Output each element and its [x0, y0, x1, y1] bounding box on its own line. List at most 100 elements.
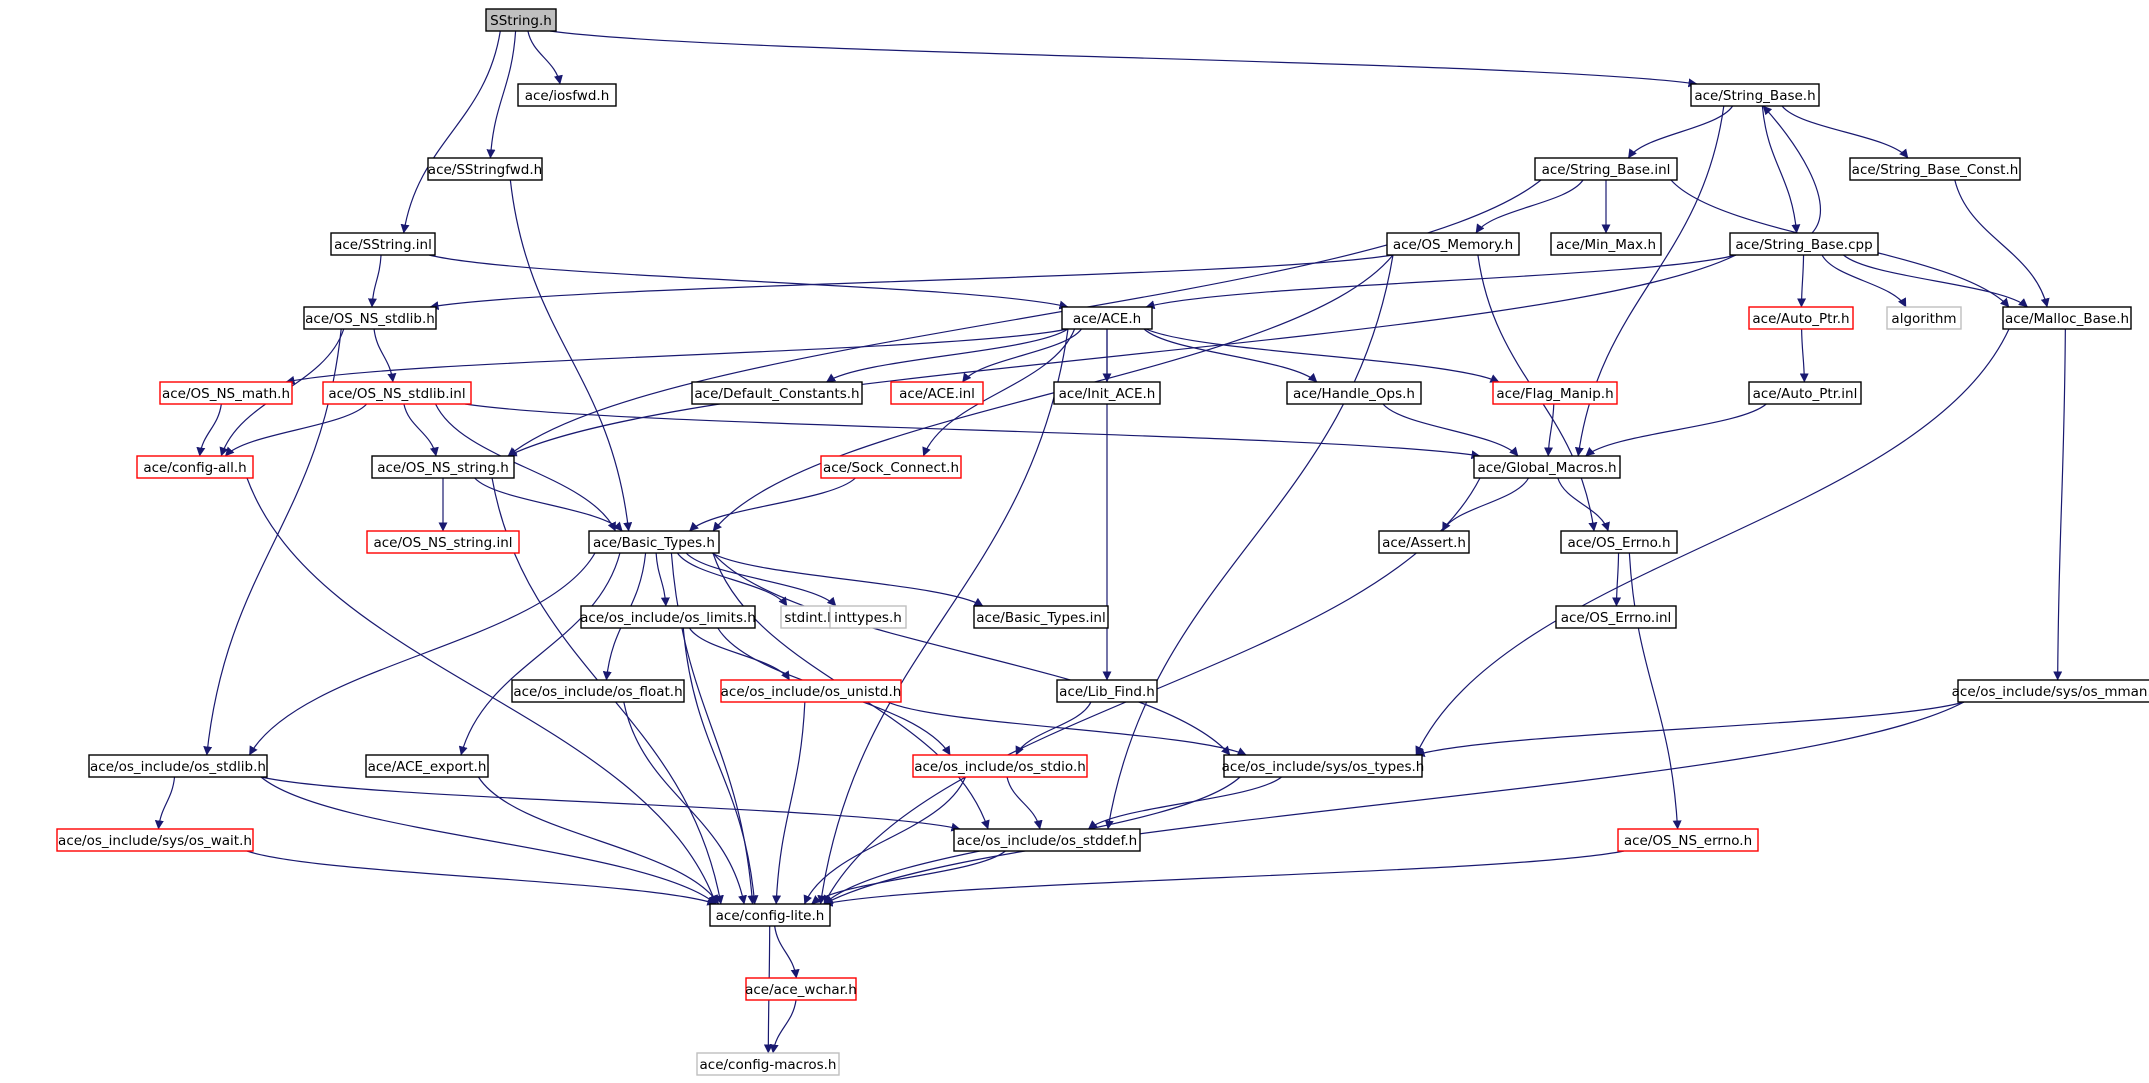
node-os_ns_errno_h[interactable]: ace/OS_NS_errno.h	[1617, 828, 1759, 852]
edge-ace_export_h-to-config_lite_h	[477, 776, 720, 905]
node-label-os_mman_h: ace/os_include/sys/os_mman.h	[1952, 684, 2149, 700]
node-ace_export_h[interactable]: ace/ACE_export.h	[365, 754, 489, 778]
edge-ace_h-to-handle_ops_h	[1143, 328, 1318, 383]
edge-os_float_h-to-config_lite_h	[623, 701, 747, 905]
node-label-os_ns_errno_h: ace/OS_NS_errno.h	[1624, 833, 1752, 849]
node-os_ns_string_h[interactable]: ace/OS_NS_string.h	[371, 455, 515, 479]
edge-flag_manip_h-to-global_macros_h	[1544, 403, 1555, 457]
edge-ace_h-to-config_lite_h	[817, 328, 1069, 905]
node-config_all_h[interactable]: ace/config-all.h	[136, 455, 254, 479]
node-string_base_cpp[interactable]: ace/String_Base.cpp	[1729, 232, 1879, 256]
node-label-os_float_h: ace/os_include/os_float.h	[513, 684, 682, 700]
edge-os_unistd_h-to-os_types_h	[887, 701, 1247, 756]
node-os_unistd_h[interactable]: ace/os_include/os_unistd.h	[720, 679, 902, 703]
node-algorithm[interactable]: algorithm	[1886, 306, 1962, 330]
edges-layer	[154, 30, 2066, 1054]
node-os_stddef_h[interactable]: ace/os_include/os_stddef.h	[953, 828, 1141, 852]
node-label-os_limits_h: ace/os_include/os_limits.h	[580, 610, 756, 626]
edge-os_memory_h-to-os_ns_stdlib_h	[429, 254, 1394, 311]
node-init_ace_h[interactable]: ace/Init_ACE.h	[1053, 381, 1161, 405]
node-os_stdio_h[interactable]: ace/os_include/os_stdio.h	[912, 754, 1088, 778]
node-os_stdlib_h[interactable]: ace/os_include/os_stdlib.h	[88, 754, 268, 778]
node-os_mman_h[interactable]: ace/os_include/sys/os_mman.h	[1952, 679, 2149, 703]
node-os_ns_math_h[interactable]: ace/OS_NS_math.h	[159, 381, 293, 405]
node-label-os_ns_stdlib_inl: ace/OS_NS_stdlib.inl	[328, 386, 465, 402]
node-flag_manip_h[interactable]: ace/Flag_Manip.h	[1492, 381, 1618, 405]
node-box-ace_wchar_h	[745, 977, 857, 1001]
node-box-flag_manip_h	[1492, 381, 1618, 405]
node-label-os_ns_math_h: ace/OS_NS_math.h	[162, 386, 290, 402]
node-label-os_types_h: ace/os_include/sys/os_types.h	[1222, 759, 1425, 775]
node-string_base_h[interactable]: ace/String_Base.h	[1690, 83, 1820, 107]
node-ace_wchar_h[interactable]: ace/ace_wchar.h	[745, 977, 857, 1001]
edge-ace_h-to-ace_inl	[962, 328, 1082, 383]
node-auto_ptr_inl[interactable]: ace/Auto_Ptr.inl	[1748, 381, 1862, 405]
node-handle_ops_h[interactable]: ace/Handle_Ops.h	[1286, 381, 1422, 405]
edge-os_stdlib_h-to-config_lite_h	[260, 776, 717, 905]
node-box-os_errno_inl	[1555, 605, 1677, 629]
node-box-os_wait_h	[56, 828, 254, 852]
node-label-ace_h: ace/ACE.h	[1073, 311, 1141, 327]
node-label-config_lite_h: ace/config-lite.h	[716, 908, 825, 924]
node-os_float_h[interactable]: ace/os_include/os_float.h	[511, 679, 685, 703]
edge-os_memory_h-to-os_stddef_h	[1104, 254, 1394, 830]
node-assert_h[interactable]: ace/Assert.h	[1378, 530, 1470, 554]
node-ace_h[interactable]: ace/ACE.h	[1061, 306, 1153, 330]
node-malloc_base_h[interactable]: ace/Malloc_Base.h	[2002, 306, 2132, 330]
node-os_limits_h[interactable]: ace/os_include/os_limits.h	[580, 605, 756, 629]
edge-sstring_h-to-iosfwd_h	[527, 30, 563, 85]
edge-string_base_cpp-to-ace_h	[1145, 254, 1737, 310]
node-sstring_h[interactable]: SString.h	[485, 8, 557, 32]
node-box-os_mman_h	[1957, 679, 2149, 703]
edge-lib_find_h-to-os_stdio_h	[1015, 701, 1092, 756]
node-label-string_base_inl: ace/String_Base.inl	[1542, 162, 1671, 178]
node-os_errno_h[interactable]: ace/OS_Errno.h	[1560, 530, 1678, 554]
edge-os_ns_stdlib_h-to-os_ns_stdlib_inl	[373, 328, 397, 383]
edge-sstring_inl-to-os_ns_stdlib_h	[367, 254, 382, 308]
node-os_types_h[interactable]: ace/os_include/sys/os_types.h	[1222, 754, 1425, 778]
node-box-os_ns_math_h	[159, 381, 293, 405]
node-os_ns_stdlib_h[interactable]: ace/OS_NS_stdlib.h	[303, 306, 437, 330]
node-ace_inl[interactable]: ace/ACE.inl	[890, 381, 984, 405]
node-os_wait_h[interactable]: ace/os_include/sys/os_wait.h	[56, 828, 254, 852]
node-label-os_ns_string_h: ace/OS_NS_string.h	[377, 460, 509, 476]
node-stdint_h[interactable]: stdint.h	[780, 605, 840, 629]
node-config_macros_h[interactable]: ace/config-macros.h	[696, 1052, 840, 1076]
node-sstring_inl[interactable]: ace/SString.inl	[330, 232, 436, 256]
node-label-string_base_const_h: ace/String_Base_Const.h	[1852, 162, 2019, 178]
edge-os_ns_errno_h-to-config_lite_h	[823, 850, 1625, 907]
node-box-os_limits_h	[580, 605, 756, 629]
node-sstringfwd_h[interactable]: ace/SStringfwd.h	[427, 157, 543, 181]
node-box-sock_connect_h	[820, 455, 962, 479]
node-box-iosfwd_h	[517, 83, 617, 107]
edge-os_stdlib_h-to-os_wait_h	[154, 776, 176, 830]
node-config_lite_h[interactable]: ace/config-lite.h	[709, 903, 831, 927]
node-box-inttypes_h	[829, 605, 907, 629]
node-inttypes_h[interactable]: inttypes.h	[829, 605, 907, 629]
node-sock_connect_h[interactable]: ace/Sock_Connect.h	[820, 455, 962, 479]
node-label-malloc_base_h: ace/Malloc_Base.h	[2005, 311, 2129, 327]
node-min_max_h[interactable]: ace/Min_Max.h	[1550, 232, 1662, 256]
node-box-sstringfwd_h	[427, 157, 543, 181]
node-lib_find_h[interactable]: ace/Lib_Find.h	[1056, 679, 1158, 703]
edge-sock_connect_h-to-basic_types_h	[689, 477, 856, 532]
node-global_macros_h[interactable]: ace/Global_Macros.h	[1473, 455, 1621, 479]
edge-basic_types_h-to-os_stdlib_h	[248, 552, 596, 756]
node-os_ns_stdlib_inl[interactable]: ace/OS_NS_stdlib.inl	[322, 381, 472, 405]
node-os_memory_h[interactable]: ace/OS_Memory.h	[1386, 232, 1520, 256]
node-label-algorithm: algorithm	[1891, 311, 1956, 327]
edge-os_ns_stdlib_inl-to-basic_types_h	[435, 403, 616, 532]
node-default_constants_h[interactable]: ace/Default_Constants.h	[691, 381, 863, 405]
node-auto_ptr_h[interactable]: ace/Auto_Ptr.h	[1748, 306, 1854, 330]
node-label-iosfwd_h: ace/iosfwd.h	[525, 88, 610, 104]
node-basic_types_inl[interactable]: ace/Basic_Types.inl	[973, 605, 1109, 629]
node-string_base_inl[interactable]: ace/String_Base.inl	[1534, 157, 1678, 181]
node-basic_types_h[interactable]: ace/Basic_Types.h	[588, 530, 720, 554]
node-iosfwd_h[interactable]: ace/iosfwd.h	[517, 83, 617, 107]
edge-handle_ops_h-to-global_macros_h	[1382, 403, 1519, 457]
node-string_base_const_h[interactable]: ace/String_Base_Const.h	[1849, 157, 2021, 181]
edge-os_mman_h-to-config_lite_h	[823, 701, 1965, 905]
edge-ace_h-to-os_ns_math_h	[285, 328, 1069, 385]
node-os_errno_inl[interactable]: ace/OS_Errno.inl	[1555, 605, 1677, 629]
node-os_ns_string_inl[interactable]: ace/OS_NS_string.inl	[366, 530, 520, 554]
